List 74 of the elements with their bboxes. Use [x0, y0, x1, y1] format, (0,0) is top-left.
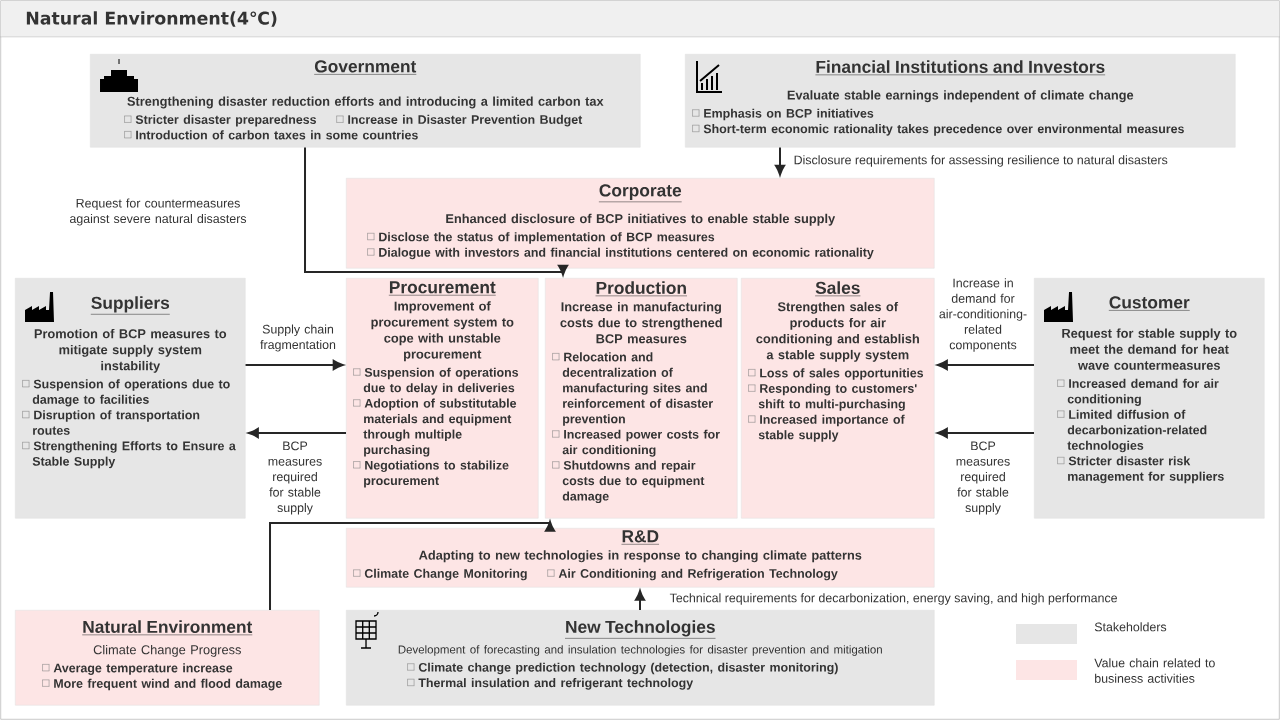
arrow	[774, 146, 786, 176]
bullet-item: Increase in Disaster Prevention Budget	[336, 114, 583, 127]
bullet-item: Emphasis on BCP initiatives	[692, 108, 874, 121]
bullet-item: Disruption of transportation routes	[22, 410, 200, 435]
bullet-item: Thermal insulation and refrigerant technology	[407, 678, 694, 690]
box-heading: Government	[313, 60, 417, 75]
title-bar: Natural Environment(4℃)	[0, 1, 1280, 38]
box-heading: Production	[595, 281, 688, 297]
bullet-item: Stricter disaster preparedness	[124, 114, 316, 127]
arrow	[244, 359, 344, 371]
value-chain-box	[545, 278, 738, 519]
arrow	[248, 427, 347, 439]
box-heading: Corporate	[598, 184, 682, 203]
box-heading: R&D	[621, 530, 660, 545]
bullet-item: Short-term economic rationality takes precedence over environmental measures	[692, 124, 1184, 136]
bullet-item: Adoption of substitutable materials and equipment through multiple purchasing	[353, 398, 517, 457]
bullet-item: Relocation and decentralization of manufacturing sites and reinforcement of disaster prevention	[552, 352, 713, 426]
bullet-item: Dialogue with investors and financial institutions centered on economic rationality	[367, 247, 874, 260]
arrow	[269, 521, 556, 611]
box-summary: Climate Change Progress	[93, 644, 241, 657]
bullet-item: Negotiations to stabilize procurement	[353, 460, 509, 488]
box-heading: Natural Environment	[81, 620, 253, 636]
bullet-item: Responding to customers' shift to multi-purchasing	[748, 383, 917, 411]
bullet-item: Climate Change Monitoring	[353, 568, 527, 581]
edge-label: Increase in demand for air-conditioning-related components	[939, 278, 1027, 352]
box-summary: Strengthening disaster reduction efforts and introducing a limited carbon tax	[127, 96, 604, 109]
arrow	[937, 359, 1035, 371]
bullet-item: Increased importance of stable supply	[748, 414, 905, 442]
bullet-item: Suspension of operations due to delay in deliveries	[353, 367, 519, 395]
bullet-item: Shutdowns and repair costs due to equipment damage	[552, 460, 705, 504]
bullet-item: Introduction of carbon taxes in some countries	[124, 130, 418, 140]
box-summary: Increase in manufacturing costs due to strengthened BCP measures	[560, 301, 722, 344]
value-chain-box	[741, 278, 935, 519]
bullet-item: Disclose the status of implementation of BCP measures	[367, 232, 715, 244]
bullet-item: Limited diffusion of decarbonization-related technologies	[1057, 409, 1207, 453]
box-heading: Suppliers	[90, 296, 171, 315]
bullet-item: Climate change prediction technology (detection, disaster monitoring)	[407, 662, 838, 675]
box-summary: Development of forecasting and insulation technologies for disaster prevention and mitigation	[398, 645, 882, 656]
box-heading: New Technologies	[564, 620, 716, 639]
box-summary: Strengthen sales of products for air conditioning and establish a stable supply system	[756, 301, 919, 362]
bullet-item: Average temperature increase	[42, 663, 233, 675]
edge-label: Technical requirements for decarbonization, energy saving, and high performance	[669, 593, 1117, 605]
note-text: Request for countermeasures against severe natural disasters	[69, 198, 247, 226]
box-heading: Sales	[814, 281, 861, 297]
value-chain-box	[346, 528, 935, 588]
box-summary: Improvement of procurement system to cope with unstable procurement	[371, 301, 514, 362]
legend-text: Value chain related to business activities	[1094, 658, 1215, 683]
bullet-item: Air Conditioning and Refrigeration Technology	[547, 568, 838, 581]
bullet-item: Strengthening Efforts to Ensure a Stable Supply	[22, 441, 236, 469]
box-heading: Financial Institutions and Investors	[815, 60, 1106, 76]
edge-label: Supply chain fragmentation	[260, 324, 336, 352]
box-summary: Request for stable supply to meet the demand for heat wave countermeasures	[1062, 328, 1237, 370]
arrow	[634, 590, 646, 611]
box-heading: Customer	[1108, 296, 1190, 311]
box-summary: Adapting to new technologies in response to changing climate patterns	[418, 550, 862, 563]
edge-label: BCP measures required for stable supply	[268, 441, 322, 515]
bullet-item: More frequent wind and flood damage	[42, 678, 282, 691]
bullet-item: Loss of sales opportunities	[748, 368, 924, 380]
box-summary: Promotion of BCP measures to mitigate supply system instability	[34, 328, 227, 373]
value-chain-box	[346, 178, 935, 269]
edge-label: BCP measures required for stable supply	[956, 441, 1010, 515]
bullet-item: Increased power costs for air conditioning	[552, 429, 720, 457]
arrow	[304, 146, 569, 276]
bullet-item: Suspension of operations due to damage to facilities	[22, 379, 230, 407]
box-summary: Evaluate stable earnings independent of climate change	[787, 90, 1134, 103]
bullet-item: Stricter disaster risk management for suppliers	[1057, 456, 1224, 484]
value-chain-box	[15, 610, 320, 706]
legend-text: Stakeholders	[1094, 622, 1167, 632]
edge-label: Disclosure requirements for assessing resilience to natural disasters	[794, 155, 1168, 167]
arrow	[937, 427, 1035, 439]
box-summary: Enhanced disclosure of BCP initiatives to enable stable supply	[446, 213, 836, 226]
box-heading: Procurement	[388, 281, 496, 296]
value-chain-box	[346, 278, 539, 519]
bullet-item: Increased demand for air conditioning	[1057, 378, 1219, 406]
